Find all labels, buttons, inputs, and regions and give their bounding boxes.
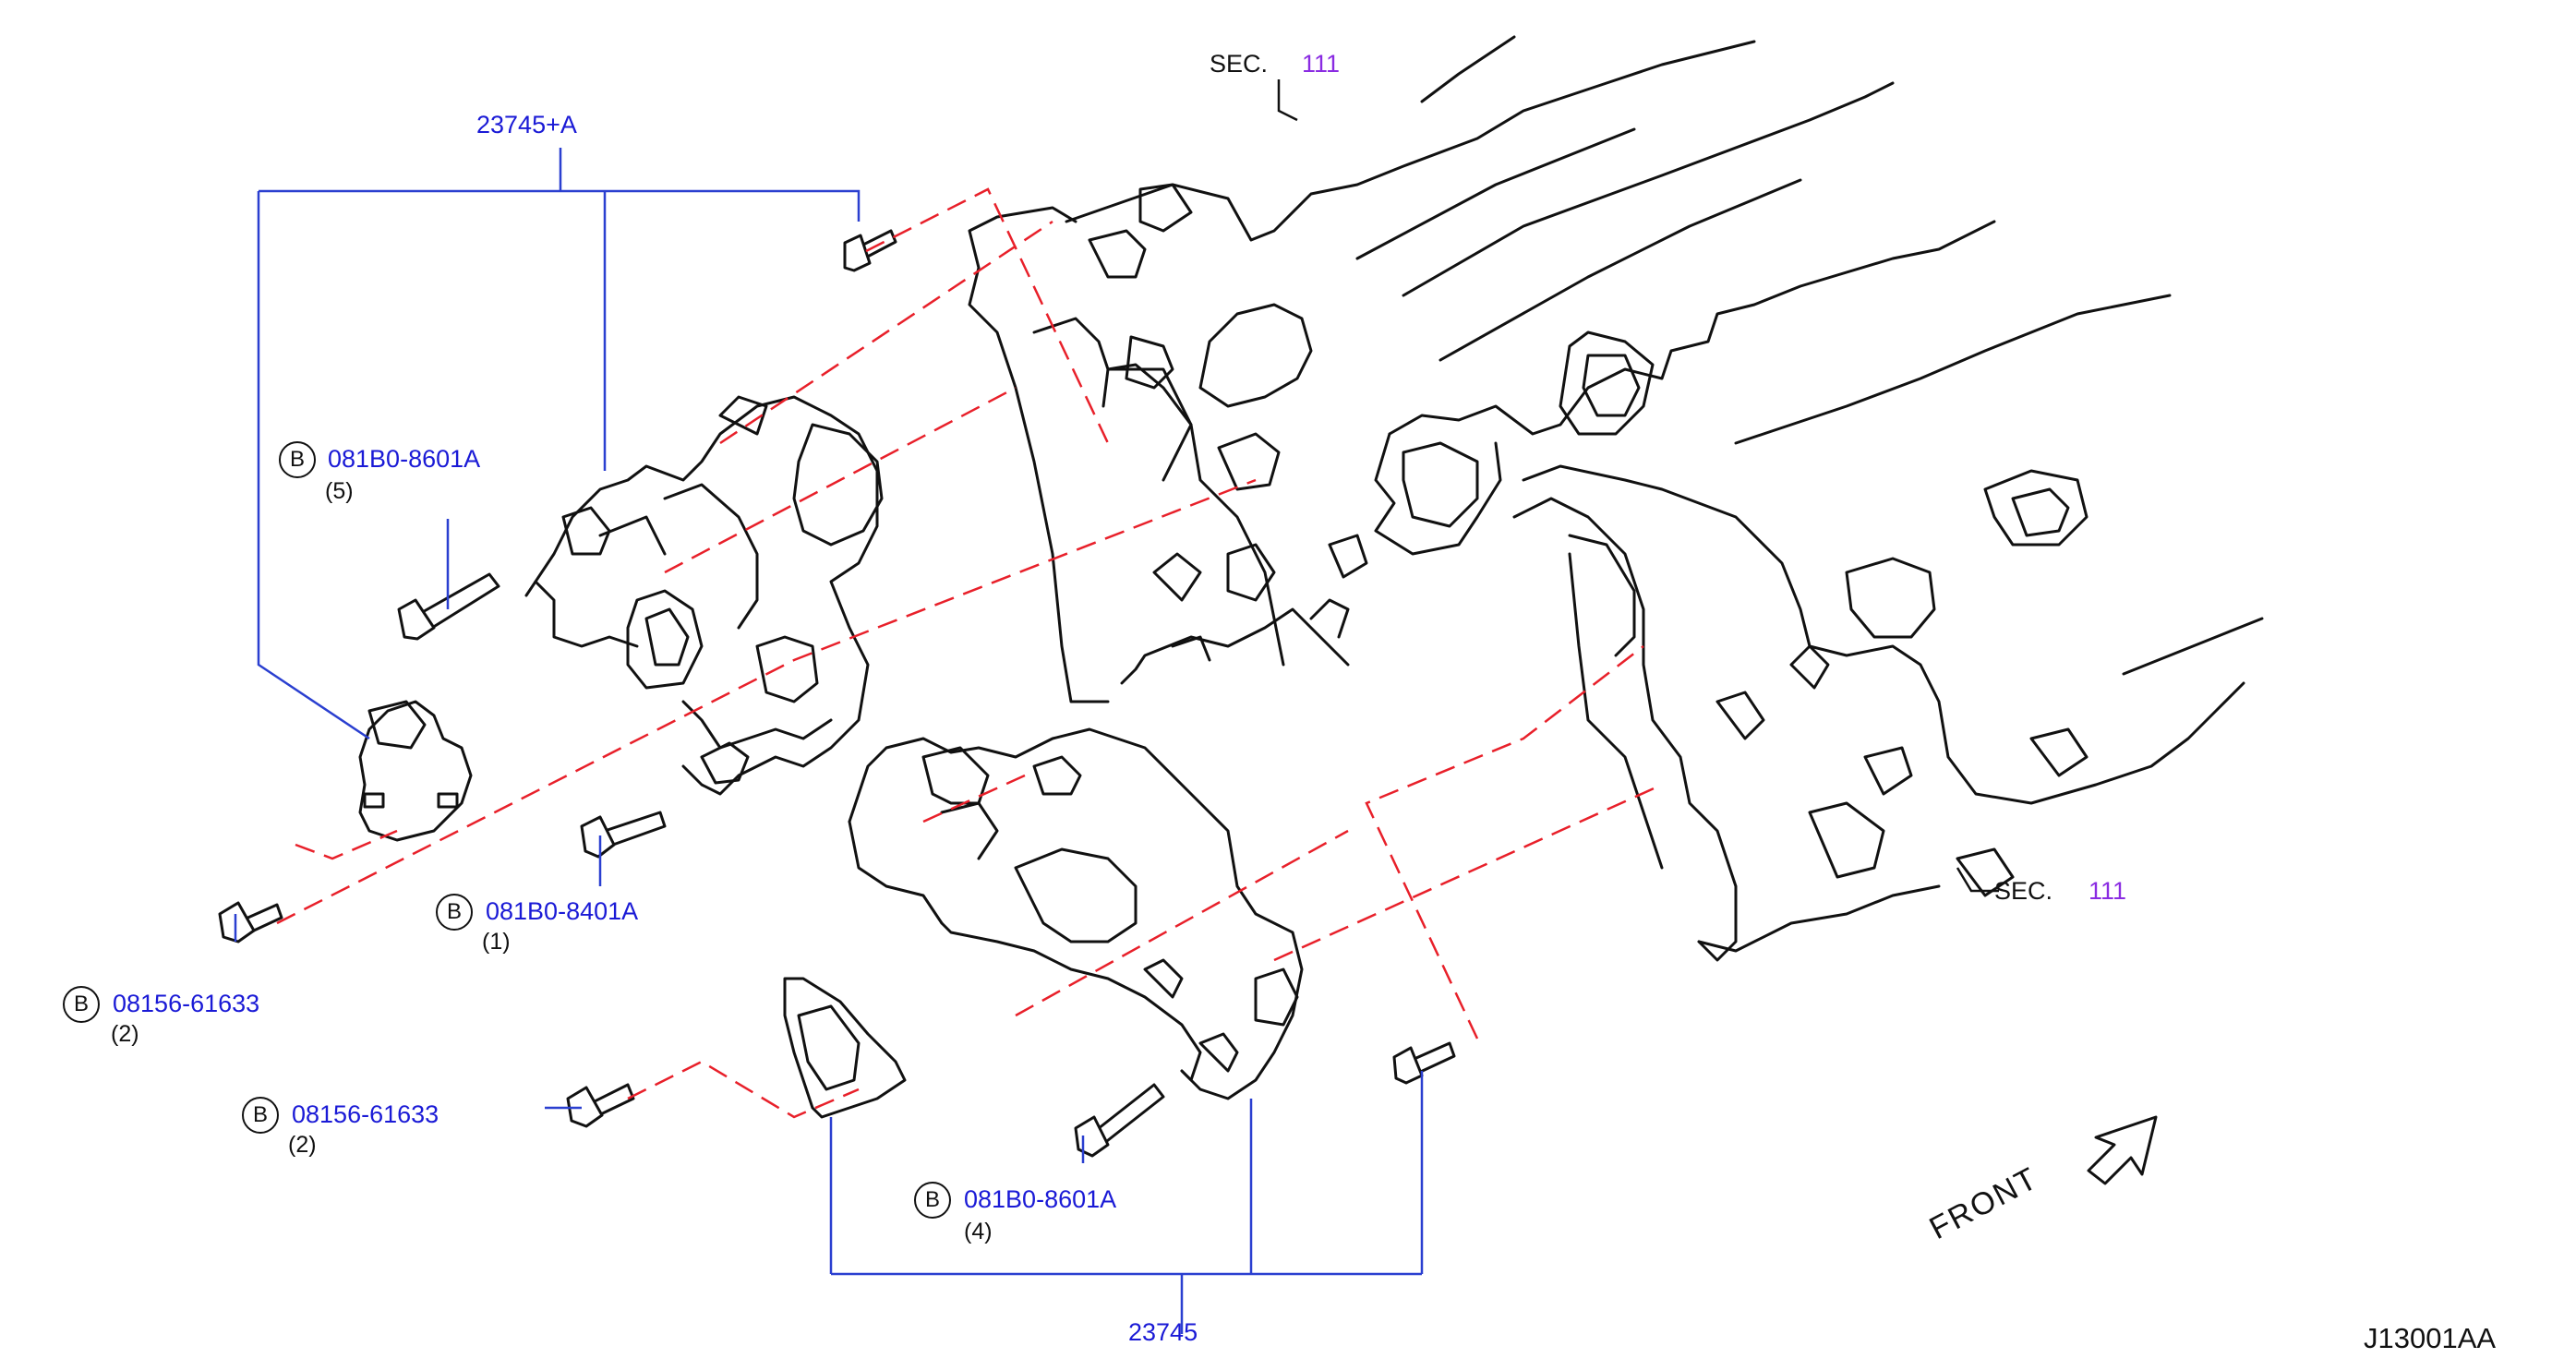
bolt-marker-b-icon: B: [279, 441, 316, 478]
section-ref-lower-number[interactable]: 111: [2088, 877, 2127, 905]
section-ref-upper-prefix: SEC.: [1210, 50, 1269, 78]
figure-code: J13001AA: [2364, 1322, 2497, 1354]
bolt-marker-b-icon: B: [63, 986, 100, 1023]
cam-sensor-lower: [783, 977, 907, 1119]
front-arrow-icon: [2087, 1115, 2158, 1185]
section-ref-upper-number[interactable]: 111: [1302, 50, 1341, 78]
fastener-part-number[interactable]: 081B0-8401A: [486, 897, 639, 925]
bolt-icons: [218, 229, 1456, 1158]
fastener-part-number[interactable]: 081B0-8601A: [328, 445, 481, 473]
vtc-actuator-lower: [848, 727, 1304, 1100]
bolt-marker-b-icon: B: [914, 1182, 951, 1219]
cylinder-head-upper: [968, 35, 1895, 703]
alignment-dashed-lines: [276, 187, 1663, 1119]
callout-leader-lines: [234, 148, 1424, 1334]
fastener-quantity: (2): [111, 1021, 139, 1047]
assembly-label-lower[interactable]: 23745: [1128, 1318, 1198, 1346]
fastener-quantity: (1): [482, 929, 511, 955]
fastener-quantity: (2): [288, 1132, 317, 1158]
fastener-quantity: (4): [964, 1219, 993, 1244]
cam-sensor-upper: [358, 700, 473, 842]
fastener-part-number[interactable]: 08156-61633: [292, 1100, 439, 1128]
fastener-part-number[interactable]: 081B0-8601A: [964, 1185, 1117, 1213]
vtc-actuator-upper: [524, 395, 884, 796]
bolt-marker-b-icon: B: [242, 1097, 279, 1134]
cylinder-head-lower: [1374, 220, 2264, 962]
section-ref-lower-prefix: SEC.: [1994, 877, 2053, 905]
bolt-marker-b-icon: B: [436, 894, 473, 931]
fastener-part-number[interactable]: 08156-61633: [113, 990, 260, 1017]
section-leader-lines: [1277, 79, 1999, 893]
fastener-quantity: (5): [325, 478, 354, 504]
assembly-label-upper[interactable]: 23745+A: [476, 111, 577, 138]
